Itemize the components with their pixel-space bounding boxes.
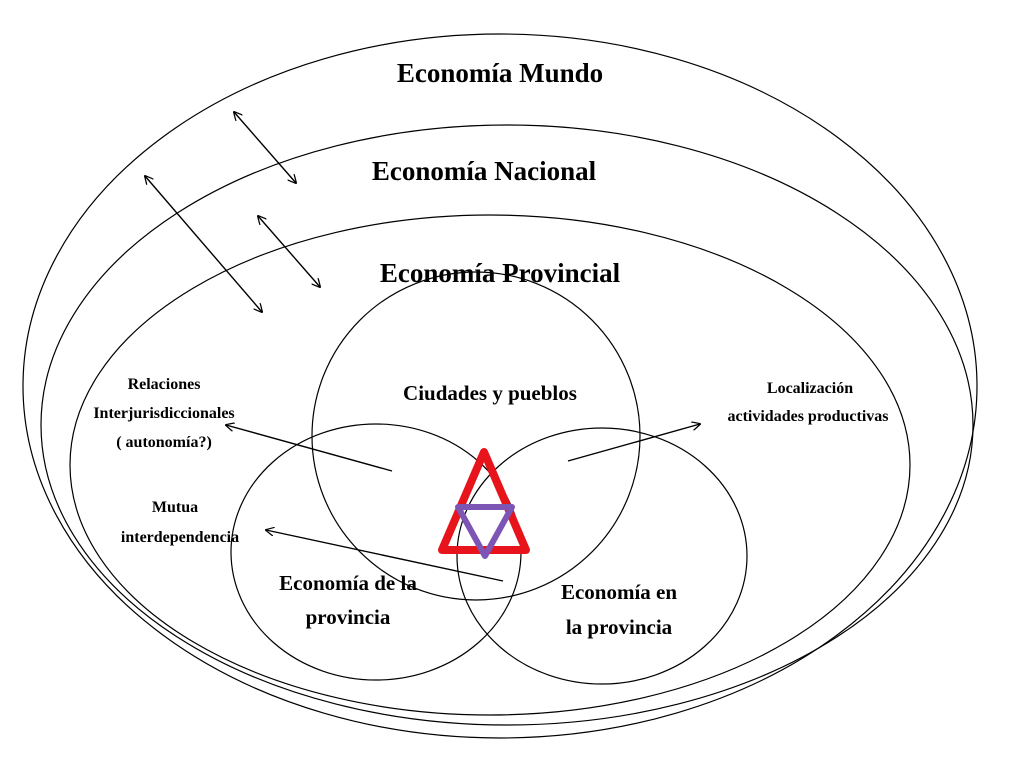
mutual-label-line1: Mutua <box>152 499 198 516</box>
relations-label-line3: ( autonomía?) <box>116 434 212 451</box>
national-economy-ellipse <box>40 124 974 726</box>
world-economy-label: Economía Mundo <box>397 58 603 88</box>
location-label-line2: actividades productivas <box>727 408 888 425</box>
cities-label: Ciudades y pueblos <box>403 381 577 405</box>
location-arrow <box>567 424 700 462</box>
cities-circle <box>311 271 641 601</box>
national-provincial-arrow <box>258 216 320 287</box>
world-provincial-arrow <box>145 176 262 312</box>
relations-label-line1: Relaciones <box>128 376 201 393</box>
relations-label-line2: Interjurisdiccionales <box>93 405 234 422</box>
mutual-arrow <box>266 530 504 582</box>
location-label-line1: Localización <box>767 380 853 397</box>
world-economy-ellipse <box>22 33 978 739</box>
relations-arrow <box>226 425 393 472</box>
economy-of-province-label-line1: Economía de la <box>279 571 417 595</box>
provincial-economy-label: Economía Provincial <box>380 258 621 288</box>
economy-in-province-label-line1: Economía en <box>561 580 677 604</box>
economy-in-province-label-line2: la provincia <box>566 615 673 639</box>
economy-in-province-circle <box>456 427 748 685</box>
world-national-arrow <box>234 112 296 183</box>
mutual-label-line2: interdependencia <box>121 529 239 546</box>
national-economy-label: Economía Nacional <box>372 156 597 186</box>
provincial-economy-ellipse <box>69 214 911 716</box>
economy-of-province-label-line2: provincia <box>306 605 391 629</box>
purple-triangle <box>455 504 515 559</box>
